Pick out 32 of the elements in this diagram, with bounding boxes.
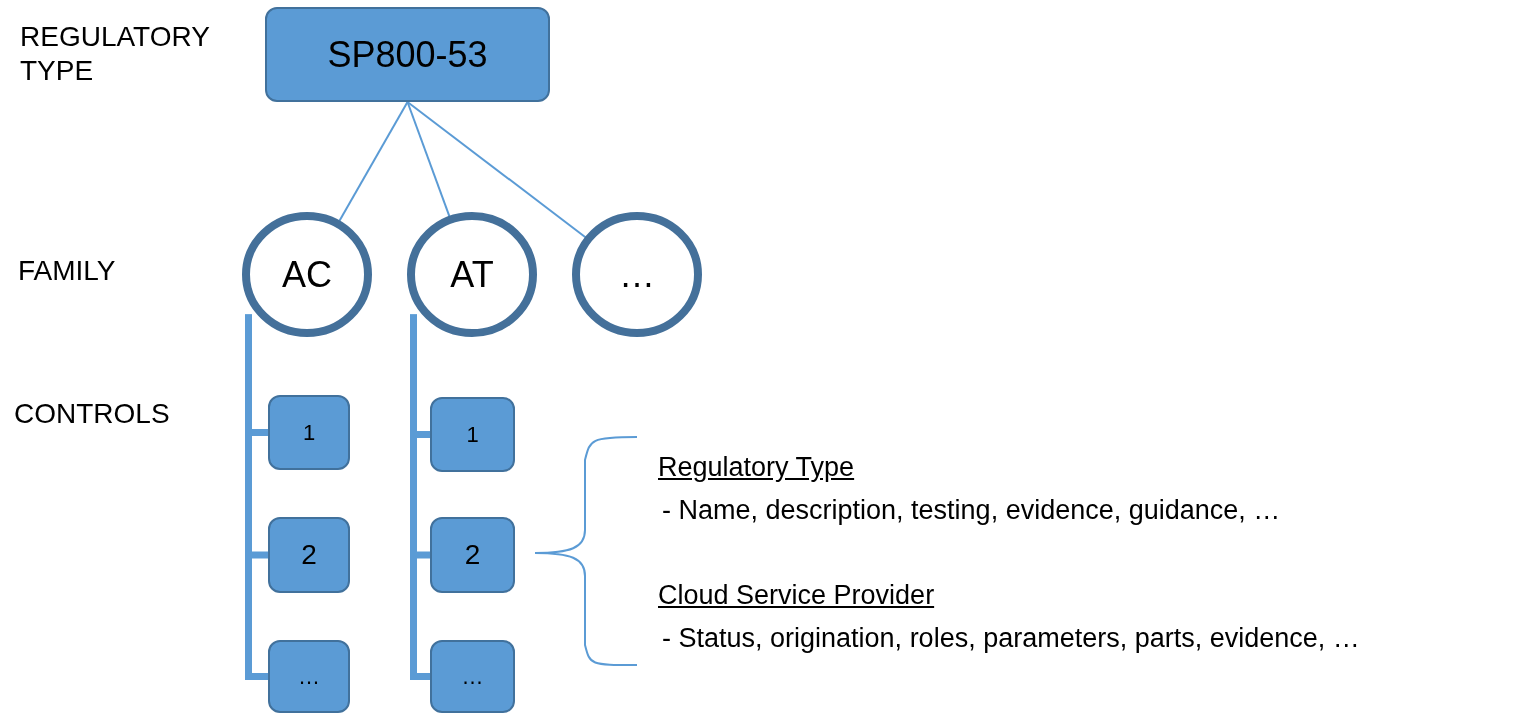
family-circle (572, 212, 702, 337)
node-text: … (461, 663, 484, 690)
node-text: 1 (466, 421, 479, 448)
node-text: 2 (301, 539, 317, 571)
family-circle (407, 212, 537, 337)
connector-line (406, 101, 451, 219)
root-box (265, 7, 550, 102)
control-box (268, 395, 350, 470)
row-label: CONTROLS (14, 398, 170, 430)
row-label: REGULATORY TYPE (20, 20, 211, 88)
node-text: … (619, 253, 655, 296)
description-text: - Name, description, testing, evidence, guidance, … (662, 495, 1281, 526)
description-text: - Status, origination, roles, parameters, parts, evidence, … (662, 623, 1360, 654)
heading-text: Regulatory Type (658, 452, 855, 483)
connector-line (406, 101, 588, 239)
control-box (268, 517, 350, 593)
node-text: 1 (302, 419, 316, 446)
control-box (430, 397, 515, 472)
control-box (430, 640, 515, 713)
node-text: 2 (464, 539, 481, 571)
node-text: … (298, 663, 320, 690)
connector-line (338, 101, 409, 223)
node-text: SP800-53 (327, 33, 488, 76)
family-circle (242, 212, 372, 337)
row-label: FAMILY (18, 255, 116, 287)
tree-connector (245, 314, 268, 680)
control-box (268, 640, 350, 713)
node-text: AC (282, 253, 332, 296)
node-text: AT (450, 253, 494, 296)
control-box (430, 517, 515, 593)
heading-text: Cloud Service Provider (658, 580, 935, 611)
tree-connector (410, 314, 430, 680)
